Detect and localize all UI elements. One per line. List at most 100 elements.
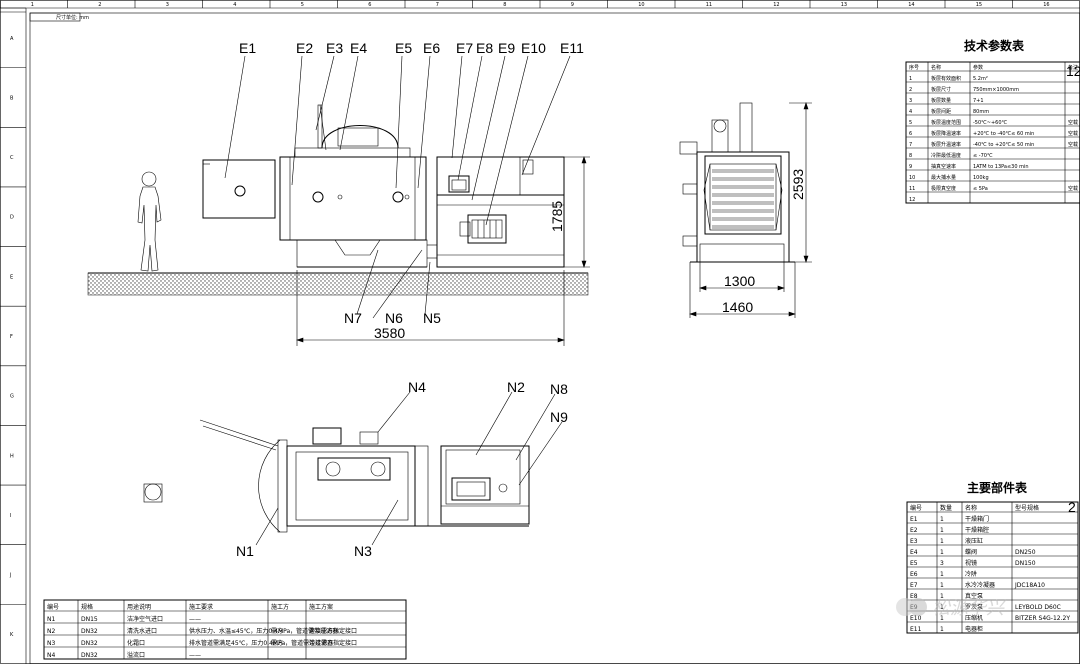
table-cell: E11 [910, 626, 922, 633]
n5-label: N5 [423, 310, 441, 326]
ruler-mark: B [10, 95, 14, 101]
table-cell: 水冷冷凝器 [965, 581, 995, 589]
elevation-leaders [224, 55, 571, 319]
tech-edge-mark: 12 [1066, 63, 1080, 79]
table-cell: 1 [940, 582, 944, 589]
ruler-mark: 13 [841, 2, 847, 8]
table-cell: 9 [909, 164, 912, 170]
side-dim-inner-label: 1300 [724, 273, 755, 289]
callout-label: E3 [326, 40, 343, 56]
table-cell: E2 [910, 527, 918, 534]
table-cell: 7+1 [973, 98, 984, 104]
callout-label: E5 [395, 40, 412, 56]
table-cell: 化霜口 [127, 639, 145, 647]
table-cell: 连接需方指定接口 [309, 627, 357, 635]
table-cell: 最大捕水量 [931, 174, 956, 181]
table-header: 用途说明 [127, 603, 151, 611]
ruler-mark: 11 [706, 2, 712, 8]
table-cell: 80mm [973, 109, 989, 115]
table-header: 序号 [909, 64, 919, 71]
plan-compressor [451, 477, 508, 501]
table-cell: 3 [909, 98, 912, 104]
dim-length-label: 3580 [374, 325, 405, 341]
callout-label: E10 [521, 40, 546, 56]
table-header: 编号 [47, 603, 59, 611]
table-cell: 液压缸 [965, 537, 983, 545]
callout-label: E2 [296, 40, 313, 56]
n2-label: N2 [507, 379, 525, 395]
watermark: 松源华兴 [896, 598, 1007, 619]
table-cell: 电器柜 [965, 625, 983, 633]
table-cell: DN15 [81, 616, 98, 623]
n1-label: N1 [236, 543, 254, 559]
table-cell: 干燥箱腔 [965, 526, 989, 534]
table-cell: +20℃ to -40℃≤ 60 min [973, 131, 1034, 137]
table-cell: 1 [940, 538, 944, 545]
table-cell: DN32 [81, 652, 98, 659]
plan-leaders [255, 391, 563, 546]
table-cell: N1 [47, 616, 55, 623]
ruler-mark: H [10, 453, 14, 459]
table-header: 参数 [973, 64, 983, 71]
table-cell: E10 [910, 615, 922, 622]
table-cell: 1 [940, 593, 944, 600]
ruler-mark: I [10, 513, 11, 519]
table-cell: —— [189, 616, 201, 623]
table-header: 施工方案 [309, 603, 333, 611]
ruler-mark: D [10, 215, 14, 221]
ruler-mark: A [10, 36, 14, 42]
length-dimension [296, 270, 565, 346]
side-dimensions [689, 102, 812, 318]
table-cell: 需方 [271, 627, 283, 635]
table-cell: -50℃~+60℃ [973, 120, 1008, 126]
table-cell: 1 [940, 571, 944, 578]
table-cell: 5.2m² [973, 76, 988, 82]
ruler-mark: 1 [31, 2, 34, 8]
table-cell: 1ATM to 13Pa≤30 min [973, 164, 1029, 170]
tech-table-title: 技术参数表 [964, 38, 1025, 53]
table-cell: 3 [940, 560, 944, 567]
table-header: 施工要求 [189, 603, 213, 611]
table-cell: 板层有效面积 [931, 75, 961, 82]
table-cell: 罗茨泵 [965, 603, 983, 611]
table-cell: 蝶阀 [965, 548, 977, 556]
callout-label: E11 [560, 40, 584, 56]
table-cell: 板层温度范围 [931, 119, 961, 126]
table-cell: DN150 [1015, 560, 1036, 567]
table-cell: E4 [910, 549, 918, 556]
ruler-mark: 12 [773, 2, 779, 8]
table-cell: 排水管道需满足45℃，压力0.4MPa，管道需带过滤器 [189, 639, 333, 647]
ruler-mark: K [10, 632, 14, 638]
side-dim-height-label: 2593 [790, 169, 806, 200]
table-cell: 板层尺寸 [931, 86, 951, 93]
table-cell: 12 [909, 197, 915, 203]
callout-label: E7 [456, 40, 473, 56]
ruler-mark: 16 [1043, 2, 1049, 8]
table-cell: DN32 [81, 640, 98, 647]
table-cell: 8 [909, 153, 912, 159]
ruler-mark: 6 [368, 2, 371, 8]
ruler-mark: 5 [301, 2, 304, 8]
callout-label: E6 [423, 40, 440, 56]
table-cell: 抽真空速率 [931, 163, 956, 170]
table-cell: E3 [910, 538, 918, 545]
side-dim-outer-label: 1460 [722, 299, 753, 315]
table-cell: 供水压力、水温≤45℃，压力0.4MPa，管道需带过滤器 [189, 627, 338, 635]
table-cell: 11 [909, 186, 915, 192]
table-cell: ≤ -70℃ [973, 153, 993, 159]
table-cell: E6 [910, 571, 918, 578]
table-cell: 冷阱 [965, 570, 977, 578]
compressor-e10 [459, 214, 507, 244]
n8-label: N8 [550, 381, 568, 397]
n3-label: N3 [354, 543, 372, 559]
condenser-cabinet [436, 156, 565, 268]
table-cell: DN32 [81, 628, 98, 635]
table-cell: 1 [940, 516, 944, 523]
table-header: 型号规格 [1015, 504, 1039, 512]
table-cell: -40℃ to +20℃≤ 50 min [973, 142, 1034, 148]
plan-view [143, 391, 563, 546]
